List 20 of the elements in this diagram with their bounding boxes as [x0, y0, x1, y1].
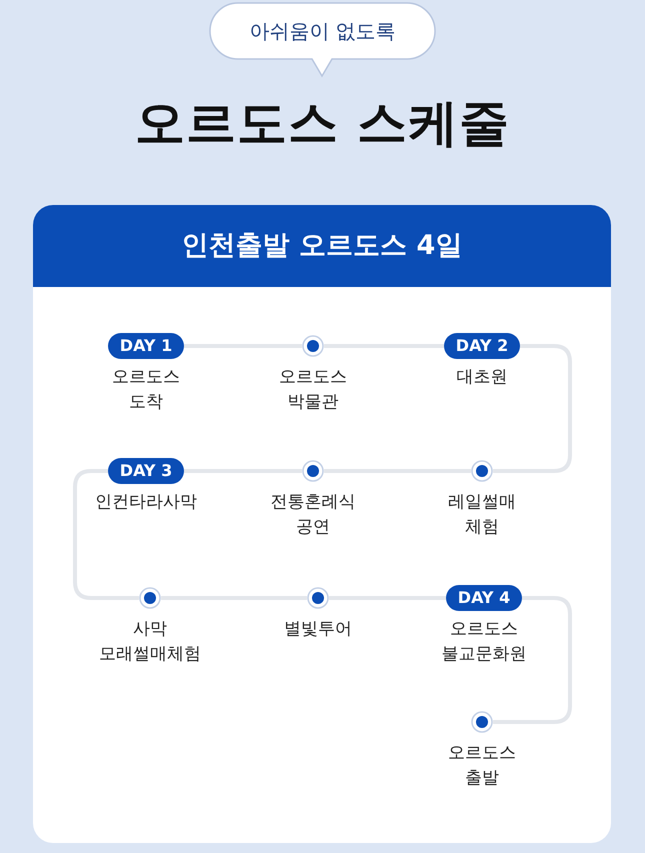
place-label: 오르도스 박물관 [278, 366, 348, 414]
speech-bubble: 아쉬움이 없도록 [208, 2, 437, 78]
place-label: 인컨타라사막 [94, 491, 198, 514]
day-badge: DAY 4 [446, 585, 522, 611]
day-badge: DAY 3 [108, 458, 184, 484]
day-badge: DAY 1 [108, 333, 184, 359]
schedule-card: 인천출발 오르도스 4일 DAY 1 오르도스 도착 오르도스 박물관 DAY 2 대초원 DAY 3 인컨타라사막 전통혼례식 공연 레일썰매 체험 사막 모래썰매체험 별빛투어 DAY 4 오르도스 불교문화원 오르도스 출발 [33, 205, 611, 843]
place-label: 전통혼례식 공연 [270, 491, 356, 539]
place-label: 레일썰매 체험 [447, 491, 517, 539]
day-badge: DAY 2 [444, 333, 520, 359]
page-title: 오르도스 스케줄 [134, 93, 512, 154]
timeline-line [493, 596, 572, 724]
timeline-line [493, 344, 572, 473]
place-label: 대초원 [456, 366, 508, 389]
place-label: 오르도스 출발 [447, 742, 517, 790]
place-label: 사막 모래썰매체험 [98, 618, 202, 666]
timeline-line [73, 469, 139, 600]
place-label: 오르도스 도착 [111, 366, 181, 414]
place-label: 오르도스 불교문화원 [440, 618, 528, 666]
place-label: 별빛투어 [283, 618, 353, 641]
